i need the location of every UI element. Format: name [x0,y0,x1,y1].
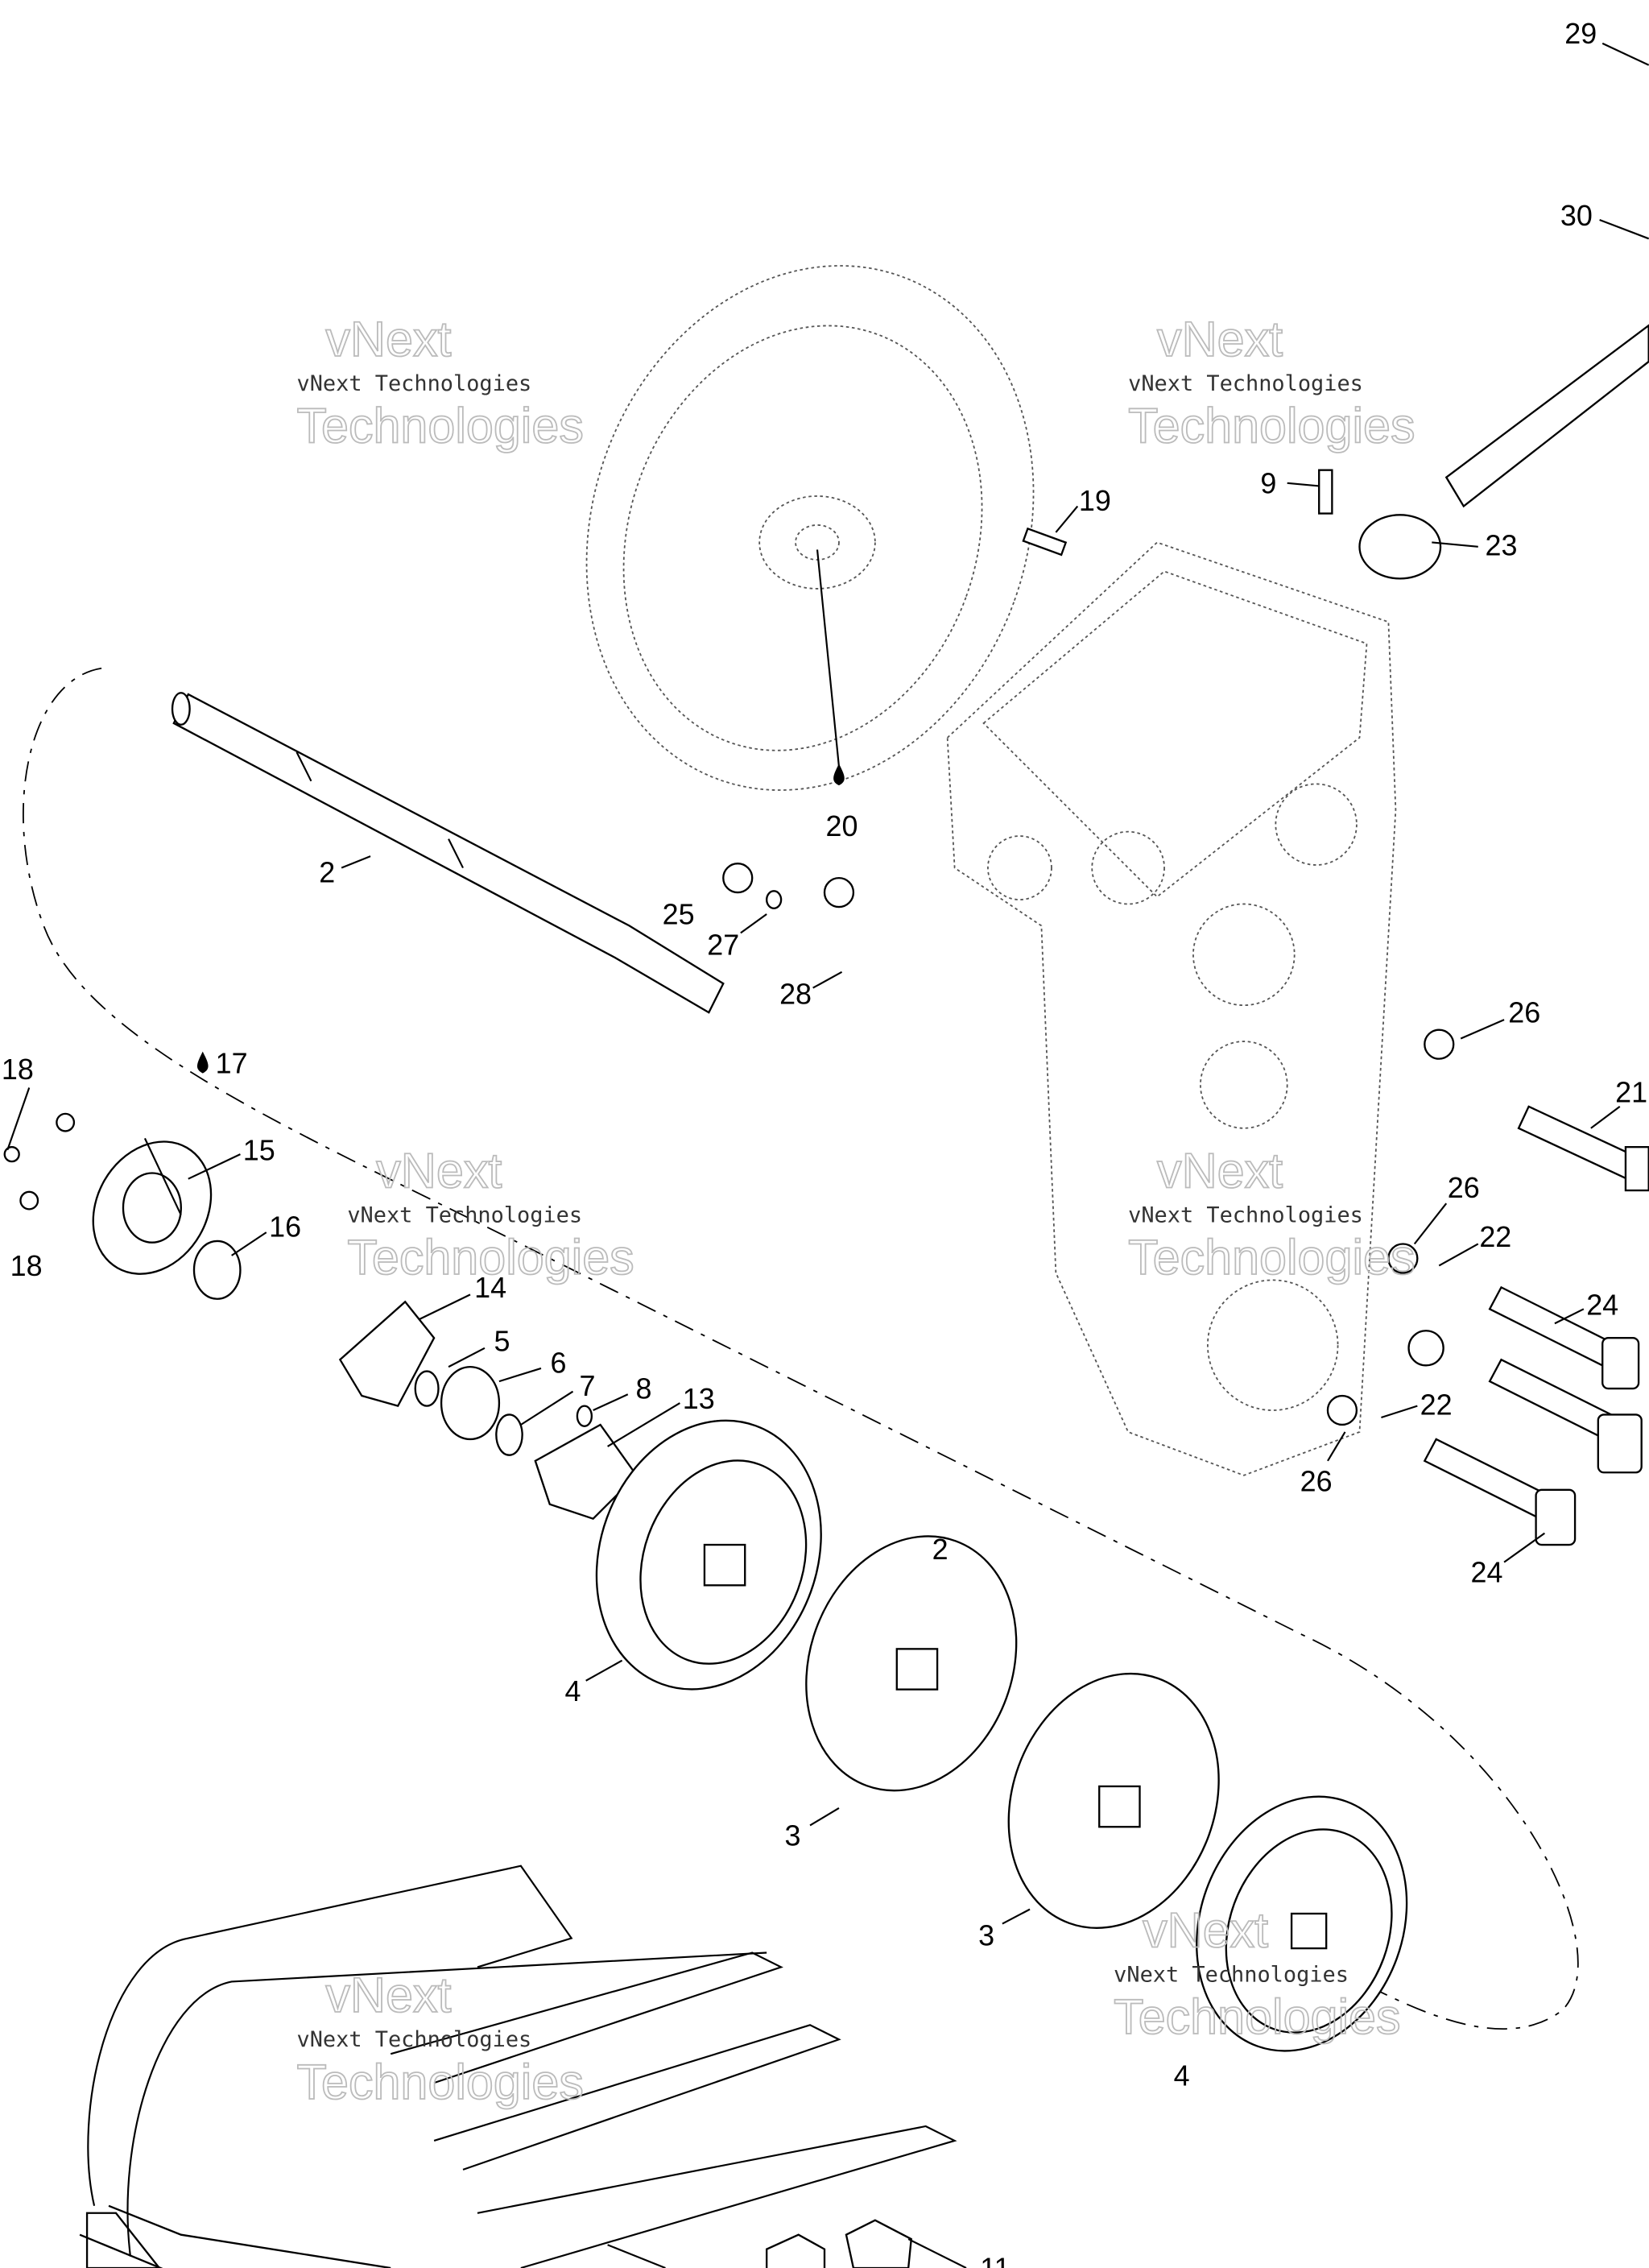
callout-14: 14 [474,1271,506,1304]
bearing-housing [3,1112,242,1300]
callout-2: 2 [319,856,335,889]
sleeve [1358,514,1442,580]
callout-4: 4 [1174,2059,1190,2092]
watermark-text: Technologies [1114,1989,1400,2044]
callout-24: 24 [1471,1556,1503,1589]
callout-16: 16 [269,1211,301,1244]
watermark-text: vNext Technologies [347,1203,582,1228]
callout-27: 27 [707,928,739,961]
rod [1444,324,1649,508]
watermark-text: Technologies [347,1230,634,1285]
pin [1318,469,1333,515]
watermark-text: vNext [325,312,451,366]
watermark-text: vNext [1157,1143,1283,1198]
callout-7: 7 [579,1369,595,1402]
callout-5: 5 [494,1324,510,1357]
watermark-text: vNext [325,1968,451,2022]
chaincase-housing [946,541,1397,1476]
callout-17: 17 [216,1047,248,1080]
watermark-text: vNext [1143,1902,1268,1957]
key [1022,527,1068,557]
callout-6: 6 [551,1346,567,1379]
callout-24: 24 [1586,1288,1618,1321]
callout-30: 30 [1560,199,1593,232]
clips [765,2219,912,2268]
callout-26: 26 [1300,1465,1333,1498]
bolts [1423,1105,1649,1546]
callout-20: 20 [826,809,858,842]
watermark-text: Technologies [296,2055,583,2109]
callout-26: 26 [1508,996,1540,1029]
drive-shaft [171,692,725,1014]
oil-drop-icon [196,1051,209,1074]
callout-13: 13 [683,1382,715,1415]
callout-28: 28 [779,977,812,1010]
callout-23: 23 [1486,529,1518,562]
callout-11: 11 [980,2252,1010,2268]
callout-8: 8 [636,1372,652,1405]
watermark-text: vNext Technologies [296,2027,531,2052]
watermark-text: vNext [376,1143,502,1198]
watermark-text: Technologies [1128,1230,1415,1285]
watermark-text: vNext Technologies [1114,1962,1349,1987]
callout-2: 2 [932,1533,948,1566]
callout-4: 4 [565,1674,581,1707]
callout-18: 18 [10,1249,43,1282]
watermark-text: vNext [1157,312,1283,366]
callout-21: 21 [1615,1075,1647,1108]
oil-drop-icon [833,764,845,786]
callout-3: 3 [784,1819,800,1852]
watermark-text: vNext Technologies [1128,1203,1363,1228]
callout-25: 25 [663,898,695,931]
callout-22: 22 [1479,1220,1511,1253]
callout-26: 26 [1448,1171,1480,1204]
leader-lines [6,42,1649,2268]
watermark-text: vNext Technologies [296,371,531,396]
seals-bearings [338,862,1455,1521]
track-outline [23,667,1579,2030]
callout-19: 19 [1079,484,1111,517]
callout-18: 18 [2,1053,34,1086]
callout-9: 9 [1260,466,1276,499]
watermark-text: Technologies [1128,399,1415,453]
callout-29: 29 [1564,17,1597,50]
callout-3: 3 [978,1919,994,1952]
callout-22: 22 [1420,1388,1453,1421]
watermark-text: Technologies [296,399,583,453]
callout-15: 15 [243,1133,275,1166]
watermark-text: vNext Technologies [1128,371,1363,396]
sprockets [595,1419,1408,2052]
track [79,1864,957,2268]
